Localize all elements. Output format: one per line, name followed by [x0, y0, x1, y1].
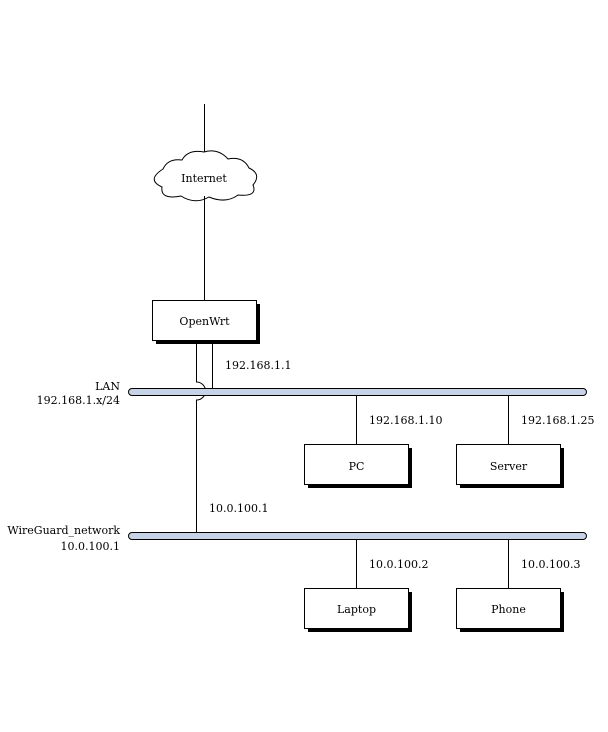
router-lan-address: 192.168.1.1 — [225, 359, 291, 372]
server-box — [456, 444, 561, 485]
internet-cloud: Internet — [153, 150, 258, 202]
phone-label: Phone — [491, 603, 526, 616]
lan-name-label: LAN — [95, 380, 120, 393]
server-address: 192.168.1.25 — [521, 414, 594, 427]
laptop-box — [304, 588, 409, 629]
server-node: Server — [456, 444, 564, 488]
pc-node: PC — [304, 444, 412, 488]
pc-label: PC — [349, 460, 365, 473]
cloud-icon — [153, 150, 258, 202]
pc-address: 192.168.1.10 — [369, 414, 442, 427]
lan-bus-bar — [128, 388, 587, 396]
router-node: OpenWrt — [152, 300, 260, 344]
router-wireguard-link — [196, 341, 206, 532]
phone-box — [456, 588, 561, 629]
wireguard-bus-bar — [128, 532, 587, 540]
lan-network: LAN 192.168.1.x/24 — [37, 380, 587, 407]
wireguard-subnet-label: 10.0.100.1 — [61, 540, 120, 553]
lan-subnet-label: 192.168.1.x/24 — [37, 394, 120, 407]
pc-box — [304, 444, 409, 485]
laptop-address: 10.0.100.2 — [369, 558, 428, 571]
phone-node: Phone — [456, 588, 564, 632]
router-label: OpenWrt — [179, 315, 230, 328]
phone-address: 10.0.100.3 — [521, 558, 580, 571]
internet-label: Internet — [181, 172, 227, 185]
laptop-label: Laptop — [337, 603, 376, 616]
router-box — [152, 300, 257, 341]
server-label: Server — [490, 460, 528, 473]
wireguard-network: WireGuard_network 10.0.100.1 — [7, 524, 587, 553]
wireguard-name-label: WireGuard_network — [7, 524, 120, 537]
router-wireguard-address: 10.0.100.1 — [209, 502, 268, 515]
laptop-node: Laptop — [304, 588, 412, 632]
